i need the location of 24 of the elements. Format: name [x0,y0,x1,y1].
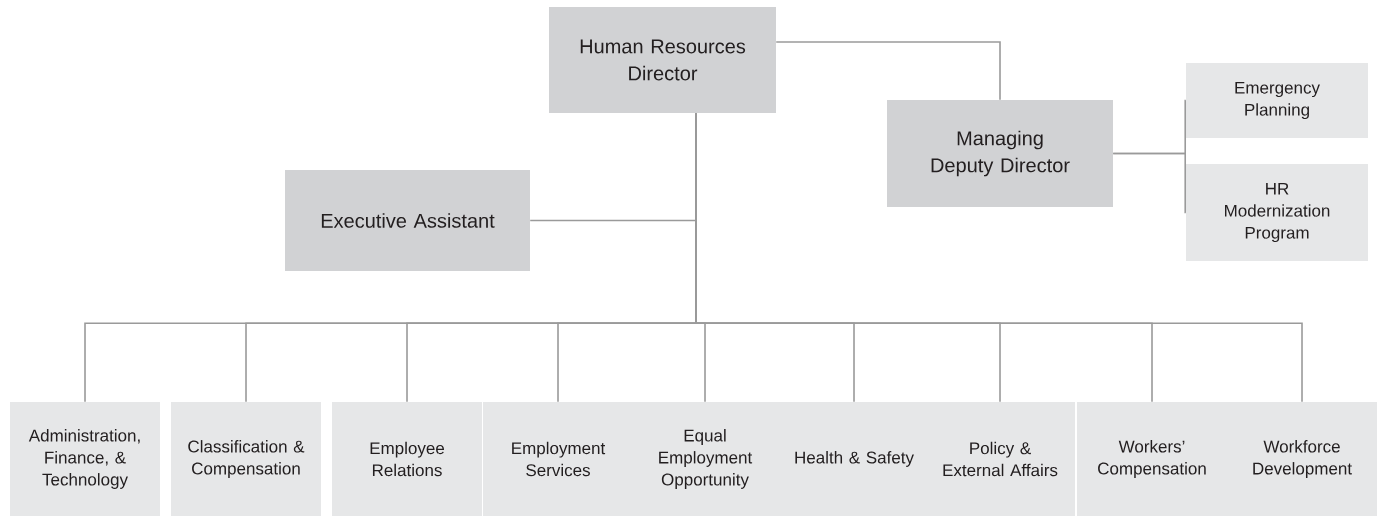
position-box: Employee Relations [332,402,482,516]
node-label: Employee Relations [370,441,445,477]
connector-line [695,112,1303,403]
position-box: Workforce Development [1227,402,1377,516]
position-box: Health & Safety [779,402,929,516]
position-box: Employment Services [483,402,633,516]
position-box: Emergency Planning [1186,63,1368,138]
connector-line [1112,152,1187,214]
position-box: HR Modernization Program [1186,164,1368,261]
node-label: Policy & External Affairs [943,441,1058,477]
node-label: Equal Employment Opportunity [659,429,753,489]
node-label: Employment Services [512,441,606,477]
connector-line [775,41,1001,101]
position-box: Equal Employment Opportunity [630,402,780,516]
position-box: Policy & External Affairs [925,402,1075,516]
position-box: Workers’ Compensation [1077,402,1227,516]
node-label: Workers’ Compensation [1098,440,1206,478]
position-box: Human Resources Director [549,7,776,113]
position-box: Managing Deputy Director [887,100,1113,207]
node-label: Workforce Development [1253,440,1352,478]
position-box: Classification & Compensation [171,402,321,516]
position-box: Administration, Finance, & Technology [10,402,160,516]
node-label: Health & Safety [795,451,914,467]
position-box: Executive Assistant [285,170,530,271]
